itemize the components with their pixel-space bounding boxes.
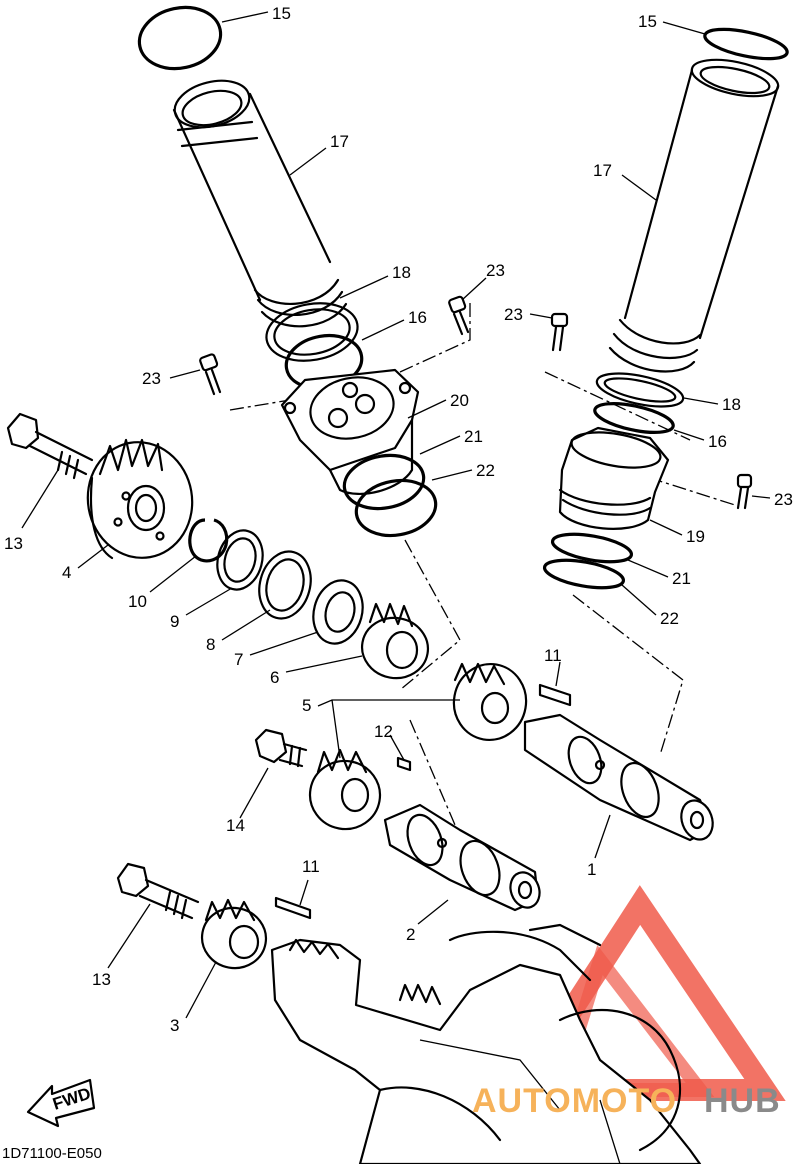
callout-7: 7	[234, 650, 243, 669]
gear-5-upper	[452, 662, 528, 742]
leader-lines	[21, 11, 771, 1019]
watermark-hub: HUB	[704, 1082, 781, 1120]
callout-21a: 21	[464, 427, 483, 446]
callout-2: 2	[406, 925, 415, 944]
gear-4	[86, 438, 194, 560]
callout-4: 4	[62, 563, 71, 582]
crankshaft-assembly	[270, 923, 702, 1164]
callout-16a: 16	[408, 308, 427, 327]
o-ring-21-left	[342, 453, 426, 511]
bolt-23-left	[199, 353, 222, 396]
callout-23c: 23	[504, 305, 523, 324]
callout-1: 1	[587, 860, 596, 879]
bolt-13-lower	[116, 862, 200, 920]
callout-6: 6	[270, 668, 279, 687]
o-ring-22-right	[542, 558, 626, 590]
pin-12	[396, 756, 412, 772]
callout-20: 20	[450, 391, 469, 410]
callout-labels: 15 17 18 23 16 23 20 21 22 13 4 10 9 8 7…	[4, 4, 793, 1035]
gear-5-lower	[308, 748, 382, 831]
washer-8	[258, 550, 312, 620]
callout-11a: 11	[544, 646, 562, 665]
callout-11b: 11	[302, 857, 320, 876]
holder-20-left	[280, 368, 420, 495]
tube-17-left	[172, 79, 348, 328]
o-ring-16-right	[593, 402, 675, 434]
callout-13a: 13	[4, 534, 23, 553]
callout-14: 14	[226, 816, 245, 835]
washer-9	[216, 529, 264, 591]
key-11-upper	[538, 683, 572, 707]
tube-17-right	[608, 58, 780, 373]
callout-13b: 13	[92, 970, 111, 989]
fwd-arrow-icon: FWD	[26, 1078, 96, 1128]
gear-6	[360, 602, 430, 680]
washer-18-right	[595, 372, 685, 408]
callout-10: 10	[128, 592, 147, 611]
callout-17a: 17	[330, 132, 349, 151]
callout-16b: 16	[708, 432, 727, 451]
washer-18-left	[265, 302, 359, 362]
callout-12: 12	[374, 722, 393, 741]
diagram-code: 1D71100-E050	[2, 1145, 102, 1162]
watermark-automoto: AUTOMOTO	[472, 1082, 677, 1120]
callout-22a: 22	[476, 461, 495, 480]
callout-9: 9	[170, 612, 179, 631]
bolt-23-right-lower	[736, 473, 753, 510]
bolt-14	[254, 728, 308, 768]
callout-22b: 22	[660, 609, 679, 628]
callout-18a: 18	[392, 263, 411, 282]
bolt-23-top	[448, 295, 470, 336]
camshaft-1	[523, 713, 714, 842]
plate-7	[312, 579, 364, 645]
callout-23d: 23	[774, 490, 793, 509]
circlip-10	[188, 518, 229, 563]
callout-23a: 23	[486, 261, 505, 280]
callout-5: 5	[302, 696, 311, 715]
gear-3	[200, 898, 268, 970]
callout-17b: 17	[593, 161, 612, 180]
o-ring-21-right	[550, 532, 634, 564]
callout-15a: 15	[272, 4, 291, 23]
callout-23b: 23	[142, 369, 161, 388]
bolt-23-right-upper	[550, 312, 569, 352]
o-ring-22-left	[354, 478, 438, 538]
watermark: AUTOMOTO HUB	[472, 1082, 781, 1120]
camshaft-2	[383, 803, 541, 912]
callout-15b: 15	[638, 12, 657, 31]
callout-19: 19	[686, 527, 705, 546]
callout-18b: 18	[722, 395, 741, 414]
holder-19-right	[558, 426, 670, 530]
callout-21b: 21	[672, 569, 691, 588]
callout-8: 8	[206, 635, 215, 654]
bolt-13-upper	[6, 412, 94, 480]
o-ring-15-left	[137, 5, 223, 71]
key-11-lower	[274, 896, 312, 920]
o-ring-15-right	[703, 27, 789, 61]
callout-3: 3	[170, 1016, 179, 1035]
